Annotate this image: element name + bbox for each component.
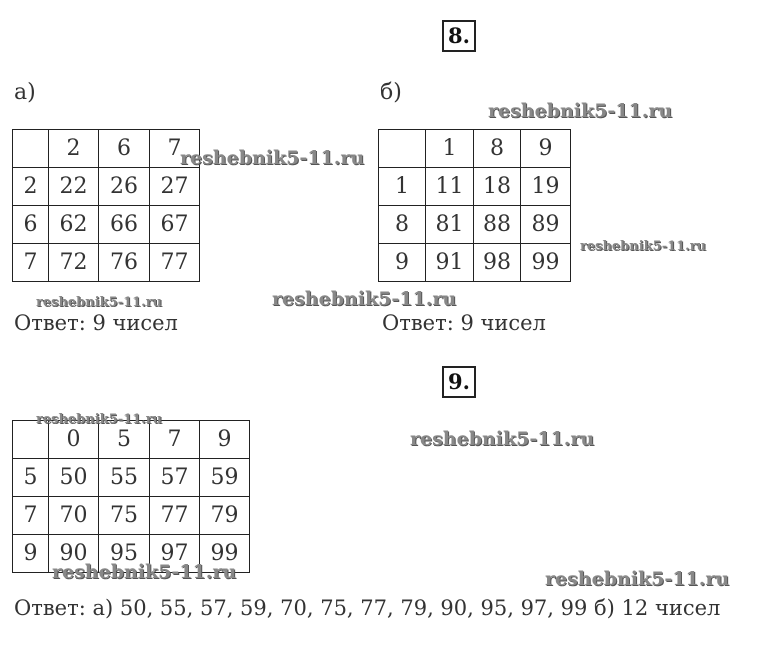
table-cell: 9 (199, 420, 250, 459)
table-cell: 8 (473, 129, 521, 168)
table-cell: 72 (48, 243, 99, 282)
table-cell: 55 (98, 458, 150, 497)
table-cell: 26 (98, 167, 150, 206)
table-cell: 81 (425, 205, 474, 244)
table-cell: 2 (48, 129, 99, 168)
watermark: reshebnik5-11.ru (36, 295, 163, 310)
table-cell: 18 (473, 167, 521, 206)
watermark: reshebnik5-11.ru (580, 239, 707, 254)
task-9-number: 9. (442, 366, 476, 398)
task-8b-label: б) (380, 80, 402, 105)
table-cell: 59 (199, 458, 250, 497)
table-cell: 99 (520, 243, 571, 282)
task-9-answer: Ответ: а) 50, 55, 57, 59, 70, 75, 77, 79… (14, 596, 721, 620)
table-cell: 91 (425, 243, 474, 282)
table-cell: 88 (473, 205, 521, 244)
watermark: reshebnik5-11.ru (180, 147, 365, 169)
table-cell: 75 (98, 496, 150, 535)
table-cell: 79 (199, 496, 250, 535)
task-8a-answer: Ответ: 9 чисел (14, 311, 178, 335)
table-cell: 57 (149, 458, 200, 497)
table-cell: 89 (520, 205, 571, 244)
table-cell: 67 (149, 205, 200, 244)
table-cell: 66 (98, 205, 150, 244)
table-cell: 8 (378, 205, 426, 244)
table-cell: 19 (520, 167, 571, 206)
table-cell: 9 (12, 534, 49, 573)
table-cell: 7 (149, 129, 200, 168)
table-cell: 1 (425, 129, 474, 168)
task-8-number: 8. (442, 20, 476, 52)
task-8b-answer: Ответ: 9 чисел (382, 311, 546, 335)
table-cell: 62 (48, 205, 99, 244)
table-cell: 5 (12, 458, 49, 497)
table-cell: 6 (98, 129, 150, 168)
table-cell: 27 (149, 167, 200, 206)
table-cell: 50 (48, 458, 99, 497)
watermark: reshebnik5-11.ru (410, 428, 595, 450)
table-cell: 99 (199, 534, 250, 573)
table-cell: 76 (98, 243, 150, 282)
table-cell: 6 (12, 205, 49, 244)
table-cell: 9 (378, 243, 426, 282)
table-cell: 5 (98, 420, 150, 459)
table-cell: 77 (149, 496, 200, 535)
watermark: reshebnik5-11.ru (272, 288, 457, 310)
table-cell: 11 (425, 167, 474, 206)
table-cell: 95 (98, 534, 150, 573)
table-cell: 97 (149, 534, 200, 573)
watermark: reshebnik5-11.ru (488, 100, 673, 122)
watermark: reshebnik5-11.ru (52, 561, 237, 583)
table-cell: 2 (12, 167, 49, 206)
table-cell: 7 (12, 496, 49, 535)
table-cell: 1 (378, 167, 426, 206)
table-cell (12, 129, 49, 168)
table-cell: 98 (473, 243, 521, 282)
watermark: reshebnik5-11.ru (545, 568, 730, 590)
table-cell: 9 (520, 129, 571, 168)
table-cell: 7 (12, 243, 49, 282)
table-cell (12, 420, 49, 459)
watermark: reshebnik5-11.ru (36, 412, 163, 427)
table-cell (378, 129, 426, 168)
table-cell: 77 (149, 243, 200, 282)
task-8a-label: а) (14, 80, 36, 105)
table-cell: 22 (48, 167, 99, 206)
table-cell: 70 (48, 496, 99, 535)
